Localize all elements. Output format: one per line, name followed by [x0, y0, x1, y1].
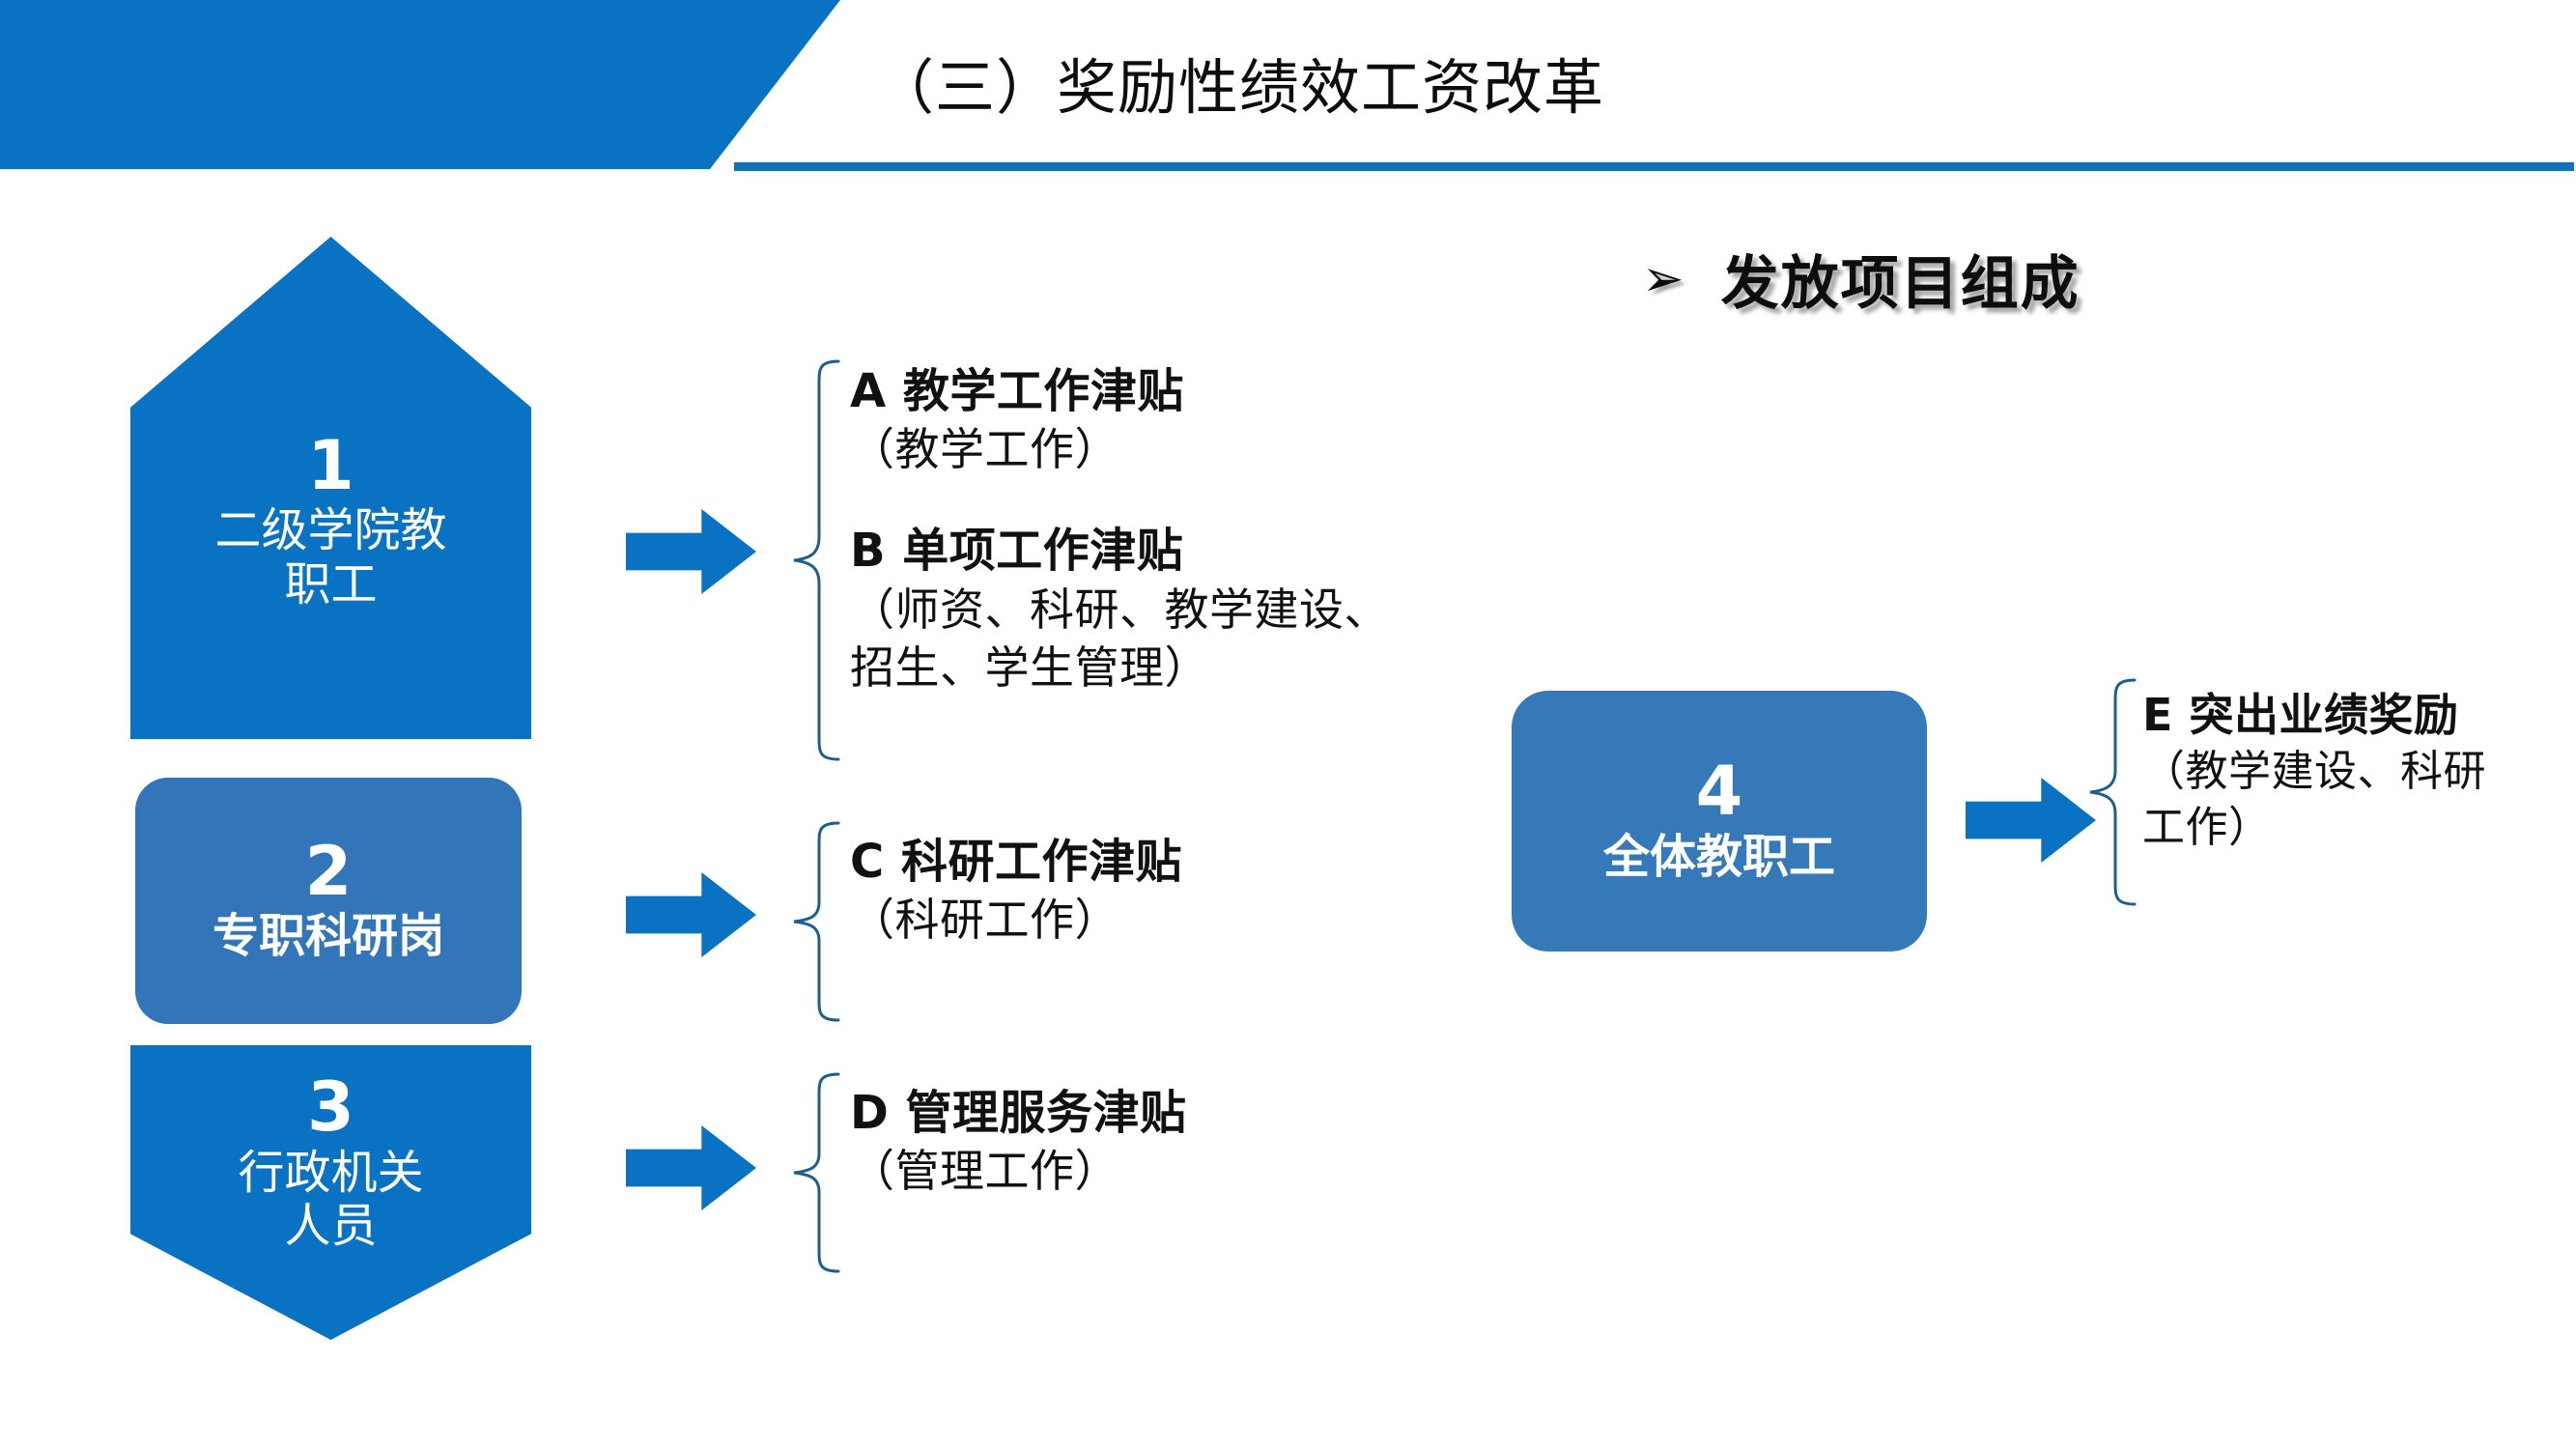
group-caption-3-line2: 人员	[284, 1199, 378, 1254]
item-c-title: C 科研工作津贴	[850, 835, 1182, 889]
arrow-right-icon-2	[626, 872, 756, 957]
curly-brace-ab	[790, 357, 840, 763]
item-d-desc: （管理工作）	[850, 1145, 1119, 1198]
item-group-ab: A 教学工作津贴 （教学工作） B 单项工作津贴 （师资、科研、教学建设、招生、…	[850, 362, 1430, 697]
group-caption-3-line1: 行政机关	[238, 1145, 424, 1200]
arrow-right-icon-3	[626, 1125, 756, 1210]
arrow-right-icon-4	[1966, 778, 2096, 863]
group-number-1: 1	[307, 425, 354, 505]
group-number-3: 3	[307, 1067, 354, 1148]
header-underline-rule	[734, 162, 2574, 171]
item-d-title: D 管理服务津贴	[850, 1086, 1187, 1140]
item-b: B 单项工作津贴 （师资、科研、教学建设、招生、学生管理）	[850, 522, 1430, 697]
group-caption-4-line1: 全体教职工	[1602, 829, 1835, 884]
section-heading: ➢ 发放项目组成	[1642, 237, 2081, 321]
group-caption-2-line1: 专职科研岗	[212, 909, 444, 964]
header-banner	[0, 0, 840, 169]
item-group-c: C 科研工作津贴 （科研工作）	[850, 833, 1352, 950]
item-a: A 教学工作津贴 （教学工作）	[850, 362, 1430, 479]
item-group-d: D 管理服务津贴 （管理工作）	[850, 1084, 1352, 1201]
item-c: C 科研工作津贴 （科研工作）	[850, 833, 1352, 950]
group-shape-3[interactable]: 3 行政机关 人员	[130, 1045, 531, 1340]
group-shape-2[interactable]: 2 专职科研岗	[135, 778, 522, 1024]
item-a-title: A 教学工作津贴	[850, 364, 1184, 418]
item-a-desc: （教学工作）	[850, 423, 1119, 476]
curly-brace-c	[790, 819, 840, 1024]
group-caption-1-line1: 二级学院教	[214, 503, 447, 558]
group-number-2: 2	[304, 831, 353, 911]
group-shape-1[interactable]: 1 二级学院教 职工	[130, 237, 531, 739]
item-group-e: E 突出业绩奖励 （教学建设、科研工作）	[2142, 688, 2558, 856]
chevron-bullet-icon: ➢	[1642, 250, 1684, 307]
item-e: E 突出业绩奖励 （教学建设、科研工作）	[2142, 688, 2558, 856]
item-b-title: B 单项工作津贴	[850, 524, 1184, 579]
item-b-desc: （师资、科研、教学建设、招生、学生管理）	[850, 583, 1389, 695]
item-e-desc: （教学建设、科研工作）	[2142, 746, 2486, 853]
curly-brace-d	[790, 1070, 840, 1275]
item-c-desc: （科研工作）	[850, 894, 1119, 947]
group-number-4: 4	[1695, 752, 1743, 832]
item-e-title: E 突出业绩奖励	[2142, 689, 2459, 741]
page-title: （三）奖励性绩效工资改革	[874, 52, 1605, 123]
group-caption-1-line2: 职工	[284, 556, 378, 611]
item-d: D 管理服务津贴 （管理工作）	[850, 1084, 1352, 1201]
curly-brace-e	[2086, 676, 2137, 908]
arrow-right-icon-1	[626, 509, 756, 594]
section-heading-label: 发放项目组成	[1720, 250, 2081, 318]
group-shape-4[interactable]: 4 全体教职工	[1512, 691, 1927, 952]
